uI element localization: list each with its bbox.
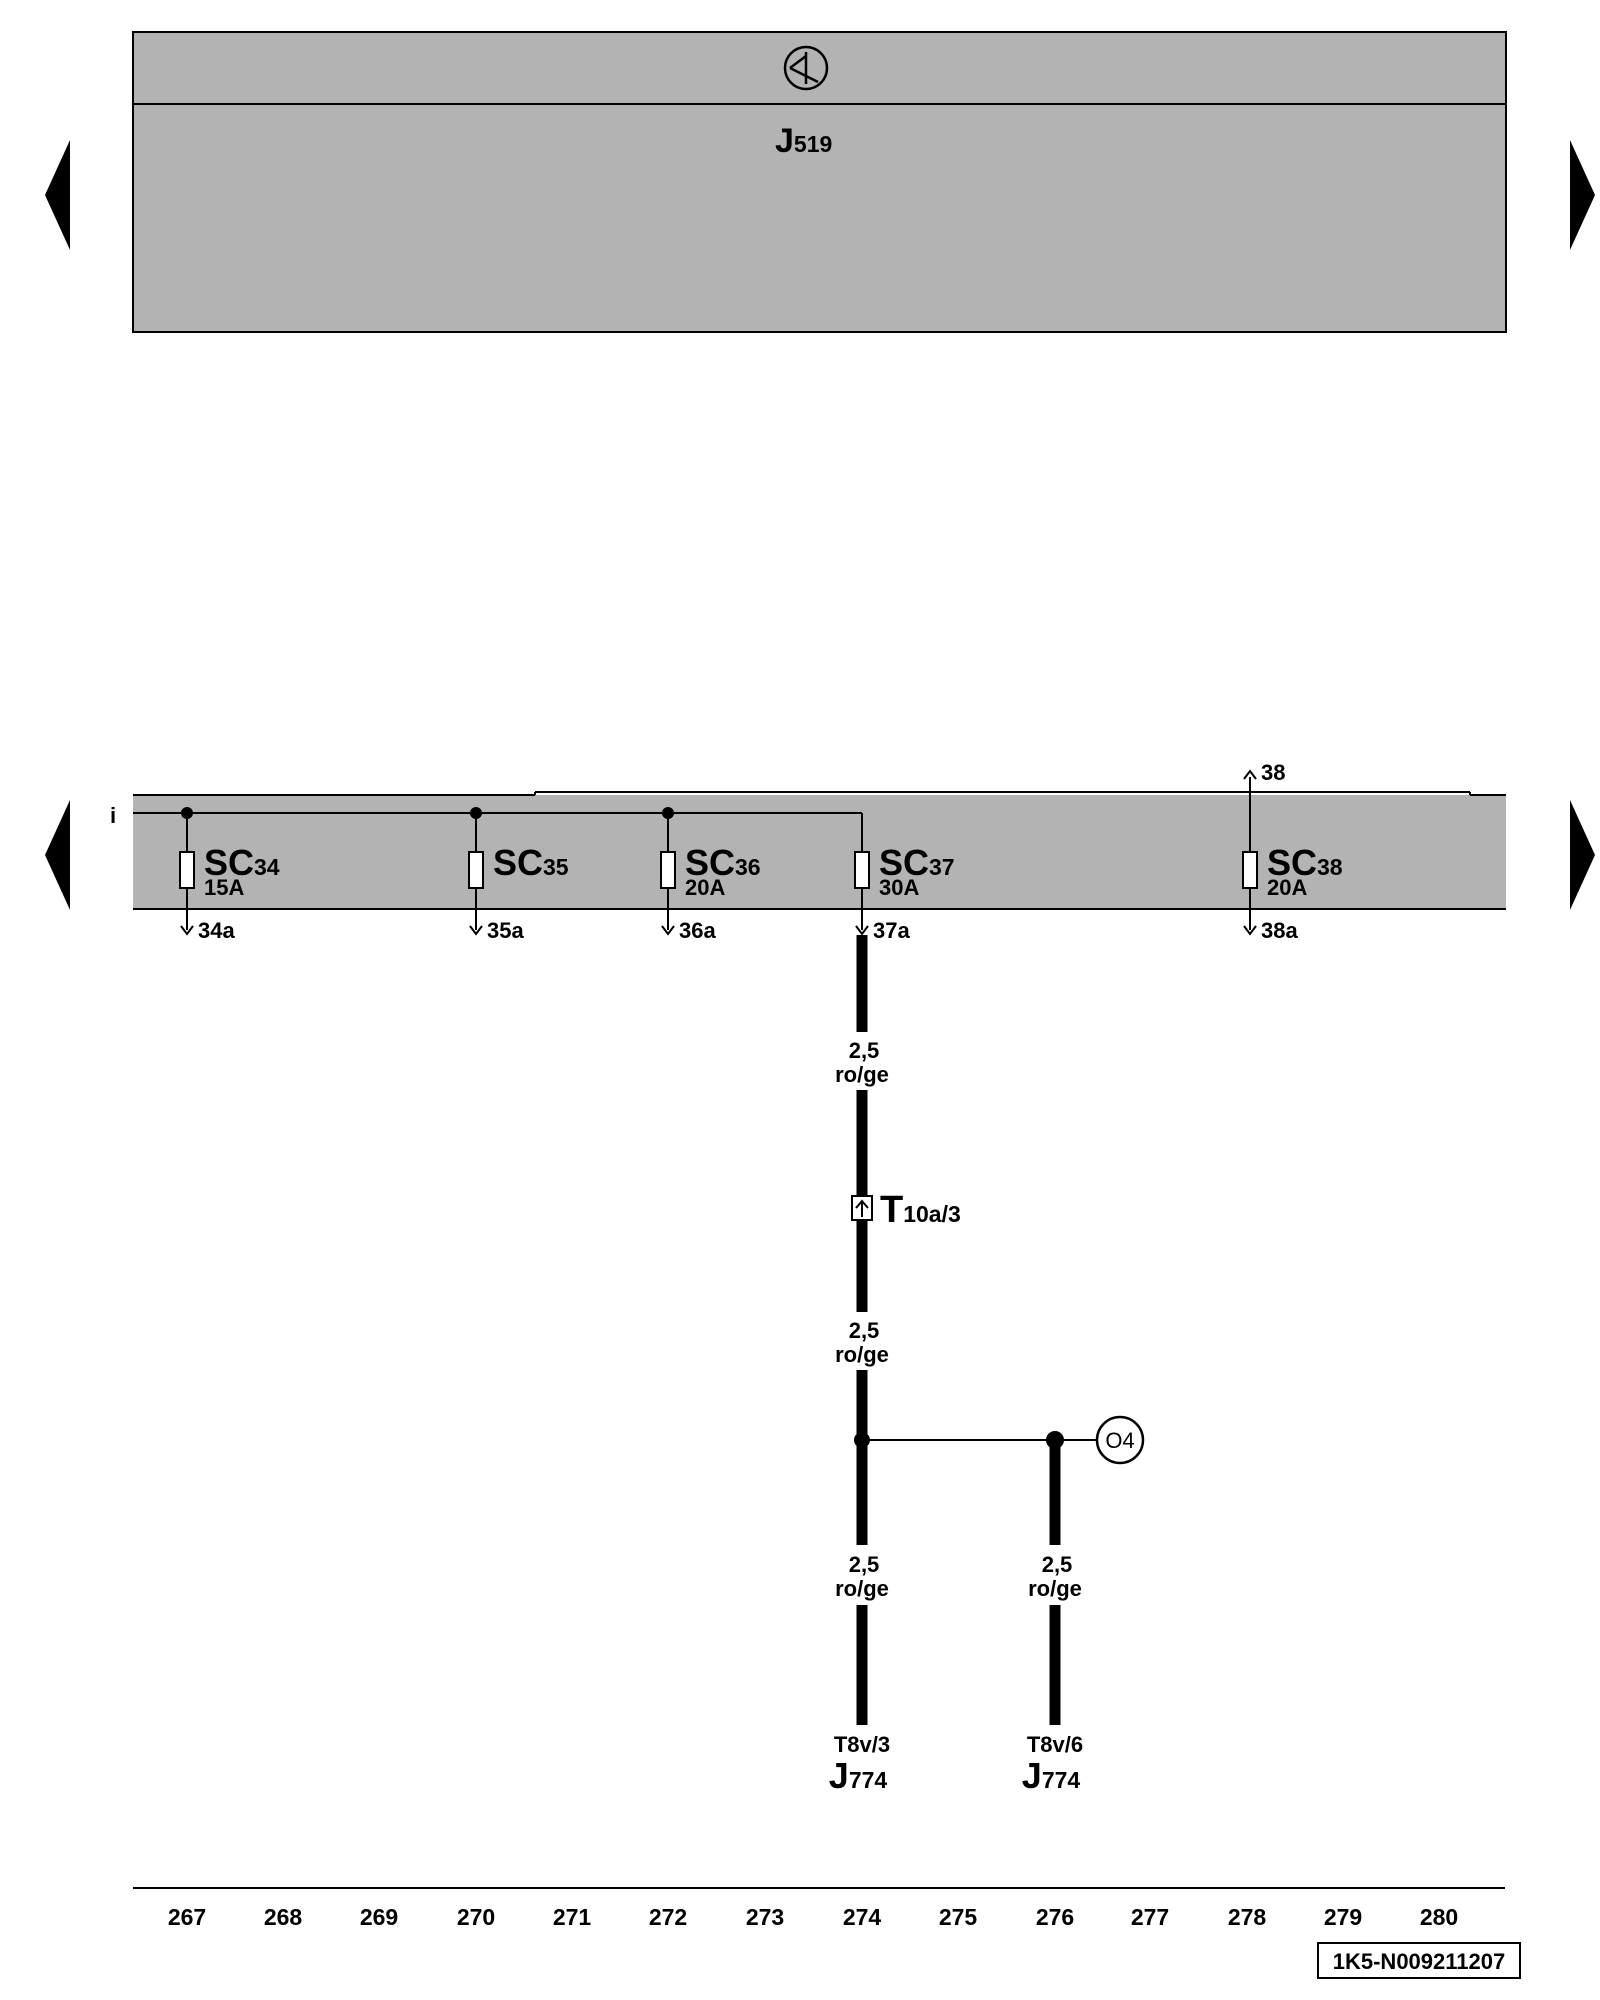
scale-number: 270 [457, 1904, 495, 1930]
scale-number: 280 [1420, 1904, 1458, 1930]
next-page-arrow-top[interactable] [1570, 140, 1595, 250]
prev-page-arrow-top[interactable] [45, 140, 70, 250]
scale-number: 269 [360, 1904, 398, 1930]
terminal-arrow-icon [855, 925, 869, 936]
fuse-symbol-icon [468, 851, 484, 889]
fuse-label: SC36 [685, 842, 761, 883]
scale-numbers: 267 268 269 270 271 272 273 274 275 276 … [168, 1904, 1458, 1930]
pin-module-label: J774 [829, 1755, 888, 1796]
doc-id-box [1317, 1942, 1521, 1979]
terminal-arrow-icon [661, 925, 675, 936]
top-module-label: J519 [775, 122, 832, 160]
junction-point [854, 1432, 870, 1448]
fuse-input-label: 38 [1261, 760, 1285, 785]
fuse-label: SC37 [879, 842, 955, 883]
prev-page-arrow-bottom[interactable] [45, 800, 70, 910]
fuse-sc35: SC35 35a [468, 813, 569, 943]
ground-symbol-icon [783, 45, 829, 91]
scale-number: 271 [553, 1904, 592, 1930]
fuse-label: SC38 [1267, 842, 1343, 883]
fuse-label: SC34 [204, 842, 280, 883]
fuse-output-label: 36a [679, 918, 716, 943]
top-module-box [132, 31, 1507, 333]
scale-number: 276 [1036, 1904, 1074, 1930]
wire-size-label: 2,5 [849, 1038, 880, 1063]
wire-color-label: ro/ge [1028, 1576, 1082, 1601]
pin-label: T8v/6 [1027, 1732, 1083, 1757]
fuse-rating: 20A [685, 875, 725, 900]
scale-number: 267 [168, 1904, 206, 1930]
terminal-arrow-icon [1243, 925, 1257, 936]
terminal-arrow-icon [469, 925, 483, 936]
next-page-arrow-bottom[interactable] [1570, 800, 1595, 910]
scale-number: 274 [843, 1904, 882, 1930]
wire-color-label: ro/ge [835, 1576, 889, 1601]
bus-label: i [110, 803, 116, 828]
wire-size-label: 2,5 [849, 1318, 880, 1343]
fuse-label: SC35 [493, 842, 569, 883]
fuse-symbol-icon [1242, 851, 1258, 889]
fuse-sc37: SC37 30A 37a [854, 842, 955, 943]
scale-number: 272 [649, 1904, 687, 1930]
scale-number: 273 [746, 1904, 784, 1930]
wire-color-label: ro/ge [835, 1342, 889, 1367]
connector-t10a3: T10a/3 [851, 1189, 961, 1231]
scale-number: 268 [264, 1904, 303, 1930]
scale-number: 275 [939, 1904, 978, 1930]
fuse-symbol-icon [854, 851, 870, 889]
fuse-sc34: SC34 15A 34a [179, 813, 280, 943]
doc-id: 1K5-N009211207 [1333, 1949, 1505, 1974]
fuse-symbol-icon [660, 851, 676, 889]
fuse-output-label: 37a [873, 918, 910, 943]
terminal-arrow-icon [180, 925, 194, 936]
wire-size-label: 2,5 [849, 1552, 880, 1577]
pin-label: T8v/3 [834, 1732, 890, 1757]
fuse-symbol-icon [179, 851, 195, 889]
reference-label: O4 [1105, 1428, 1134, 1453]
fuse-sc38: 38 SC38 20A 38a [1242, 760, 1343, 943]
scale-number: 278 [1228, 1904, 1267, 1930]
pin-module-label: J774 [1022, 1755, 1081, 1796]
fuse-output-label: 35a [487, 918, 524, 943]
fuse-sc36: SC36 20A 36a [660, 813, 761, 943]
wire-color-label: ro/ge [835, 1062, 889, 1087]
fuse-rating: 20A [1267, 875, 1307, 900]
reference-circle [1095, 1415, 1145, 1465]
fuse-rating: 15A [204, 875, 244, 900]
wire-size-label: 2,5 [1042, 1552, 1073, 1577]
scale-number: 277 [1131, 1904, 1169, 1930]
scale-number: 279 [1324, 1904, 1362, 1930]
terminal-arrow-icon [1243, 769, 1257, 780]
fuse-output-label: 38a [1261, 918, 1298, 943]
connector-label: T10a/3 [880, 1189, 961, 1231]
fuse-rating: 30A [879, 875, 919, 900]
fuse-output-label: 34a [198, 918, 235, 943]
